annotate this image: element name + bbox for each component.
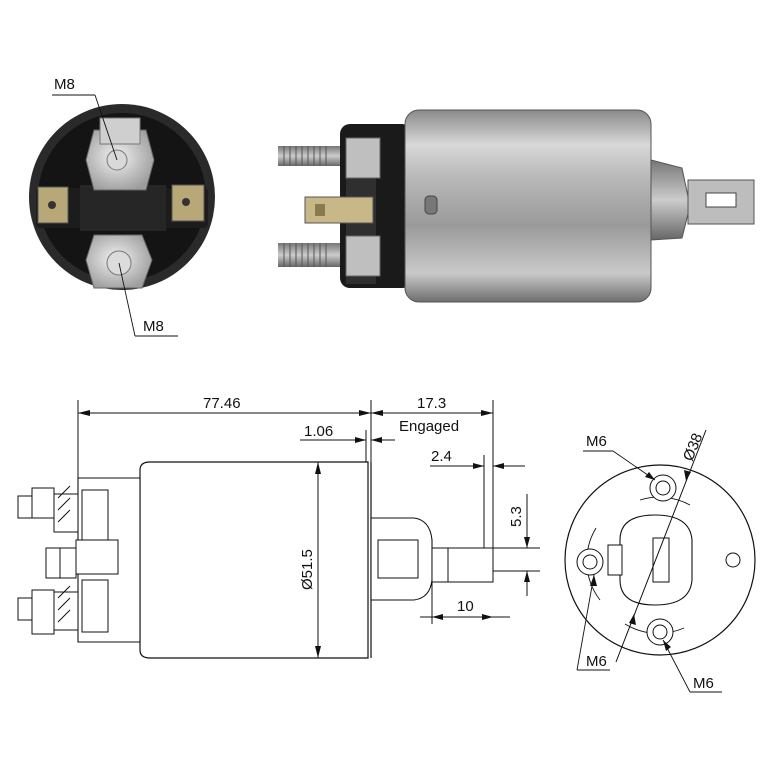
spade-outline [45,547,77,579]
arrow-m6-bottom [663,640,671,651]
locating-hole [725,552,741,568]
m8-top-label: M8 [54,76,75,93]
nut-upper [345,137,381,179]
spade-hole [315,204,325,216]
stroke-label: 17.3 [417,395,446,412]
stud-upper [278,146,340,166]
mount-hole-bottom-inner [652,624,668,640]
slot-width-label: 5.3 [508,506,525,527]
mount-hole-left-inner [582,554,598,570]
arrow-bc-top [684,470,691,481]
boss-notch [607,544,623,576]
spade-terminal-right [171,184,205,222]
m6-bottom-label: M6 [693,675,714,692]
body-outline [139,461,369,659]
spade-terminal [304,196,374,224]
arrow-stroke-right [481,410,493,416]
washer-upper [53,493,79,533]
terminal-block [80,185,166,231]
plunger-offset-label: 2.4 [431,448,452,465]
gap-label: 1.06 [304,423,333,440]
arrow-overall-left [78,410,90,416]
cap-block-lower [81,579,109,633]
photo-end-view: M8 M8 [29,76,215,337]
solenoid-can [404,109,652,303]
m6-left-leader [576,574,595,671]
bolt-circle-label: Ø38 [680,431,706,464]
m8-top-leader [94,94,118,161]
arrow-slot-upper [524,537,530,548]
washer-lower [53,591,79,631]
thread-marks [57,485,71,623]
stud-upper-outline [17,495,33,519]
arrow-bc-bottom [629,614,636,625]
plunger-boss [650,159,691,241]
m6-top-label: M6 [586,433,607,450]
overall-length-label: 77.46 [203,395,241,412]
m8-stud-top [99,117,141,145]
arrow-m6-top [645,472,655,480]
rod-length-label: 10 [457,598,474,615]
arrow-gap-right [371,437,382,443]
plunger-slot [705,192,737,208]
arrow-rod-right [482,614,493,620]
stud-threads [283,146,327,267]
engaged-label: Engaged [399,418,459,435]
arrow-stroke-left [371,410,383,416]
arrow-dia-bottom [315,646,321,658]
mount-hole-top-inner [655,480,671,496]
arrow-dia-top [315,462,321,474]
m8-bottom-label: M8 [143,318,164,335]
m8-bottom-leader [118,262,136,337]
arrow-gap-left [355,437,366,443]
body-diameter-label: Ø51.5 [299,549,316,590]
arrow-offset-right [493,463,504,469]
terminal-screw-right [182,198,190,206]
stud-lower [278,243,340,267]
cap-block-upper [81,489,109,541]
arrow-overall-right [359,410,371,416]
arrow-slot-lower [524,571,530,582]
stud-lower-outline [17,597,33,621]
plunger-slot-end [652,537,670,583]
can-dimple [424,195,438,215]
arrow-offset-left [473,463,484,469]
drawing-end-view: Ø38 M6 M6 M6 [564,429,756,693]
nut-upper-outline [31,487,55,519]
spade-base-outline [75,539,119,575]
arrow-rod-left [432,614,443,620]
drawing-side-view: 77.46 17.3 Engaged 1.06 2.4 [17,395,540,659]
nut-lower [345,235,381,277]
nut-lower-outline [31,589,55,635]
plunger-tab-outline [447,547,494,583]
m6-left-label: M6 [586,653,607,670]
photo-side-view [278,109,755,303]
plunger-core [377,539,419,579]
arrow-m6-left [590,575,597,586]
terminal-screw-left [48,201,56,209]
